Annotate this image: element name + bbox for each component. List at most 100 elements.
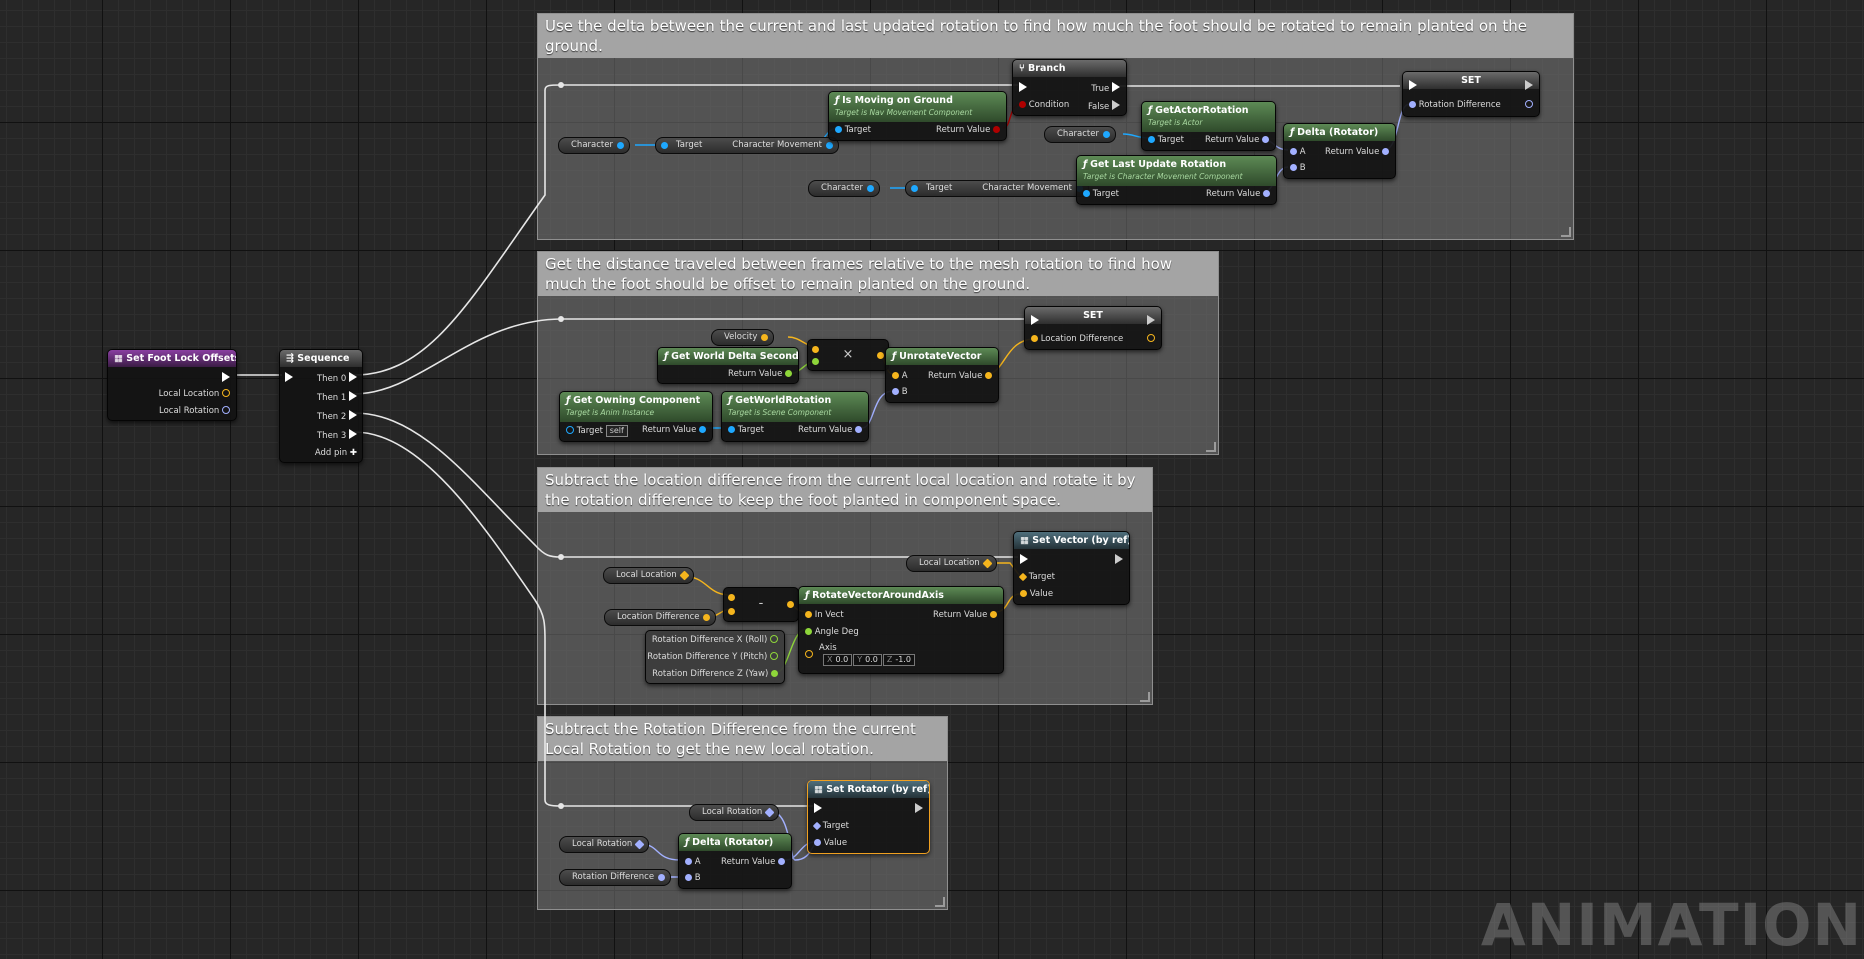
location-difference-out-pin[interactable] bbox=[1147, 334, 1155, 344]
rotation-difference-pin[interactable]: Rotation Difference bbox=[1409, 100, 1501, 110]
exec-out-pin[interactable] bbox=[222, 372, 230, 384]
exec-out-pin[interactable] bbox=[1115, 554, 1123, 566]
exec-in-pin[interactable] bbox=[1020, 554, 1028, 566]
branch-node[interactable]: ⑂ Branch True Condition False bbox=[1012, 59, 1127, 116]
result-pin[interactable] bbox=[787, 600, 794, 610]
return-value-pin[interactable]: Return Value bbox=[721, 857, 785, 867]
location-difference-variable[interactable]: Location Difference bbox=[604, 609, 717, 626]
set-location-difference-node[interactable]: SET Location Difference bbox=[1024, 306, 1162, 350]
exec-in-pin[interactable] bbox=[1019, 82, 1027, 94]
location-difference-pin[interactable]: Location Difference bbox=[1031, 334, 1123, 344]
sequence-node[interactable]: ⇶ Sequence Then 0 Then 1 Then 2 Then 3 A… bbox=[279, 349, 363, 463]
b-pin[interactable]: B bbox=[892, 387, 908, 397]
resize-grip[interactable] bbox=[1561, 227, 1571, 237]
result-pin[interactable] bbox=[877, 351, 884, 361]
value-pin[interactable]: Value bbox=[1020, 589, 1053, 599]
then-3-pin[interactable]: Then 3 bbox=[317, 429, 357, 441]
a-pin[interactable]: A bbox=[685, 857, 701, 867]
b-pin[interactable] bbox=[812, 357, 819, 367]
true-pin[interactable]: True bbox=[1091, 82, 1120, 94]
then-2-pin[interactable]: Then 2 bbox=[317, 410, 357, 422]
set-rotator-by-ref-node[interactable]: ▦ Set Rotator (by ref) Target Value bbox=[807, 780, 930, 854]
exec-in-pin[interactable] bbox=[285, 372, 293, 384]
event-set-foot-lock-offsets[interactable]: ▦ Set Foot Lock Offsets Local Location L… bbox=[107, 349, 237, 421]
return-value-pin[interactable]: Return Value bbox=[1205, 135, 1269, 145]
rotation-difference-break-node[interactable]: Rotation Difference X (Roll) Rotation Di… bbox=[645, 630, 785, 684]
return-value-pin[interactable]: Return Value bbox=[642, 425, 706, 435]
target-pin[interactable]: Target bbox=[1148, 135, 1184, 145]
return-value-pin[interactable]: Return Value bbox=[798, 425, 862, 435]
set-vector-by-ref-node[interactable]: ▦ Set Vector (by ref) Target Value bbox=[1013, 531, 1130, 605]
character-variable[interactable]: Character bbox=[558, 137, 630, 154]
resize-grip[interactable] bbox=[935, 897, 945, 907]
target-pin[interactable]: Target self bbox=[566, 425, 628, 437]
rotation-difference-y-pin[interactable]: Rotation Difference Y (Pitch) bbox=[647, 652, 778, 662]
value-pin[interactable]: Value bbox=[814, 838, 847, 848]
local-rotation-variable[interactable]: Local Rotation bbox=[559, 836, 650, 853]
axis-pin[interactable] bbox=[805, 650, 813, 660]
local-rotation-pin[interactable]: Local Rotation bbox=[159, 406, 230, 416]
target-pin[interactable]: Target bbox=[1018, 572, 1055, 582]
local-location-variable[interactable]: Local Location bbox=[906, 555, 997, 572]
add-pin-button[interactable]: Add pin ✚ bbox=[314, 448, 357, 458]
exec-in-pin[interactable] bbox=[1409, 80, 1417, 92]
target-pin[interactable]: Target bbox=[1083, 189, 1119, 199]
angle-deg-pin[interactable]: Angle Deg bbox=[805, 627, 859, 637]
self-field[interactable]: self bbox=[605, 425, 628, 437]
in-vect-pin[interactable]: In Vect bbox=[805, 610, 844, 620]
b-pin[interactable] bbox=[728, 607, 735, 617]
target-pin[interactable]: Target bbox=[812, 821, 849, 831]
local-rotation-variable[interactable]: Local Rotation bbox=[689, 804, 780, 821]
velocity-variable[interactable]: Velocity bbox=[711, 329, 775, 346]
rotation-difference-x-pin[interactable]: Rotation Difference X (Roll) bbox=[652, 635, 778, 645]
b-pin[interactable]: B bbox=[685, 873, 701, 883]
a-pin[interactable]: A bbox=[1290, 147, 1306, 157]
return-value-pin[interactable]: Return Value bbox=[728, 369, 792, 379]
exec-in-pin[interactable] bbox=[1031, 315, 1039, 327]
rotation-difference-z-pin[interactable]: Rotation Difference Z (Yaw) bbox=[652, 669, 778, 679]
then-1-pin[interactable]: Then 1 bbox=[317, 391, 357, 403]
target-pin[interactable]: Target bbox=[728, 425, 764, 435]
character-variable[interactable]: Character bbox=[808, 180, 880, 197]
condition-pin[interactable]: Condition bbox=[1019, 100, 1069, 110]
return-value-pin[interactable]: Return Value bbox=[936, 125, 1000, 135]
return-value-pin[interactable]: Return Value bbox=[928, 371, 992, 381]
subtract-vector-node[interactable]: - bbox=[723, 587, 799, 622]
exec-out-pin[interactable] bbox=[1525, 80, 1533, 92]
exec-in-pin[interactable] bbox=[814, 803, 822, 815]
a-pin[interactable] bbox=[812, 345, 819, 355]
resize-grip[interactable] bbox=[1140, 692, 1150, 702]
false-pin[interactable]: False bbox=[1088, 100, 1120, 112]
axis-z-field[interactable]: Z-1.0 bbox=[882, 654, 915, 666]
b-pin[interactable]: B bbox=[1290, 163, 1306, 173]
rotation-difference-out-pin[interactable] bbox=[1525, 100, 1533, 110]
return-value-pin[interactable]: Return Value bbox=[1206, 189, 1270, 199]
set-rotation-difference-node[interactable]: SET Rotation Difference bbox=[1402, 71, 1540, 117]
exec-out-pin[interactable] bbox=[1147, 315, 1155, 327]
multiply-node[interactable]: × bbox=[807, 339, 889, 371]
then-0-pin[interactable]: Then 0 bbox=[317, 372, 357, 384]
a-pin[interactable] bbox=[728, 593, 735, 603]
local-location-variable[interactable]: Local Location bbox=[603, 567, 694, 584]
character-variable[interactable]: Character bbox=[1044, 126, 1116, 143]
return-value-pin[interactable]: Return Value bbox=[1325, 147, 1389, 157]
local-location-pin[interactable]: Local Location bbox=[159, 389, 230, 399]
return-value-pin[interactable]: Return Value bbox=[933, 610, 997, 620]
resize-grip[interactable] bbox=[1206, 442, 1216, 452]
exec-out-pin[interactable] bbox=[915, 803, 923, 815]
rotation-difference-variable[interactable]: Rotation Difference bbox=[559, 869, 672, 886]
target-pin[interactable]: Target bbox=[835, 125, 871, 135]
